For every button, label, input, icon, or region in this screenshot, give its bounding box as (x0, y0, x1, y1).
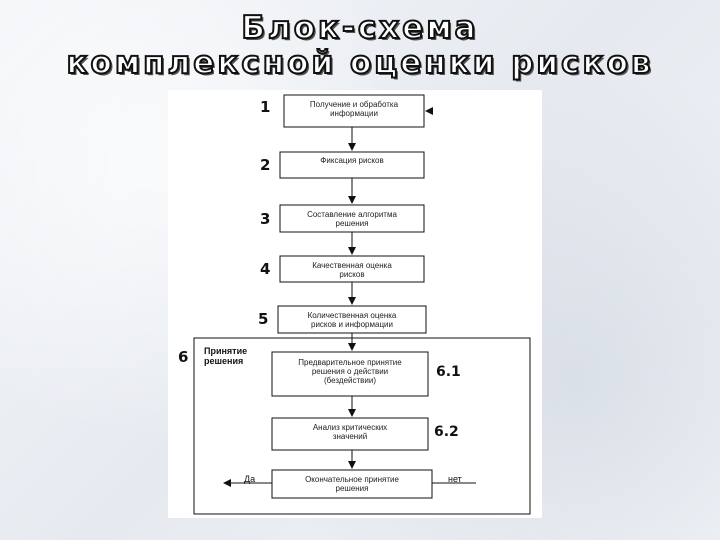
step-4-number: 4 (260, 260, 271, 278)
step-1-number: 1 (260, 98, 271, 116)
flowchart-sheet: 1 2 3 4 5 6 Получение и обработка информ… (168, 90, 542, 518)
step-5-number: 5 (258, 310, 269, 328)
substep-6-1-box (271, 351, 429, 397)
step-3-text: Составление алгоритма решения (307, 210, 397, 228)
step-6-number: 6 (178, 348, 189, 366)
step-2-text: Фиксация рисков (320, 156, 384, 165)
step-3-number: 3 (260, 210, 271, 228)
decision-group-frame (193, 337, 531, 515)
step-1-text: Получение и обработка информации (309, 100, 399, 118)
slide-title-line-1: Блок-схема (240, 9, 479, 47)
no-label: нет (448, 474, 462, 484)
substep-6-2-text: Анализ критических значений (312, 423, 388, 441)
slide-title-line-2: комплексной оценки рисков (66, 44, 654, 82)
substep-6-2-box (271, 417, 429, 451)
substep-6-1-number: 6.1 (436, 364, 461, 380)
decision-group-title: Принятие решения (204, 346, 248, 366)
step-4-text: Качественная оценка рисков (312, 261, 392, 279)
step-1-box (283, 94, 425, 128)
final-decision-box (271, 469, 433, 499)
final-decision-text: Окончательное принятие решения (305, 475, 399, 493)
step-2-number: 2 (260, 156, 271, 174)
yes-label: Да (244, 474, 256, 484)
substep-6-1-text: Предварительное принятие решения о дейст… (298, 358, 402, 385)
substep-6-2-number: 6.2 (434, 424, 459, 440)
flowchart-lines (193, 94, 531, 515)
step-5-text: Количественная оценка рисков и информаци… (307, 311, 397, 329)
